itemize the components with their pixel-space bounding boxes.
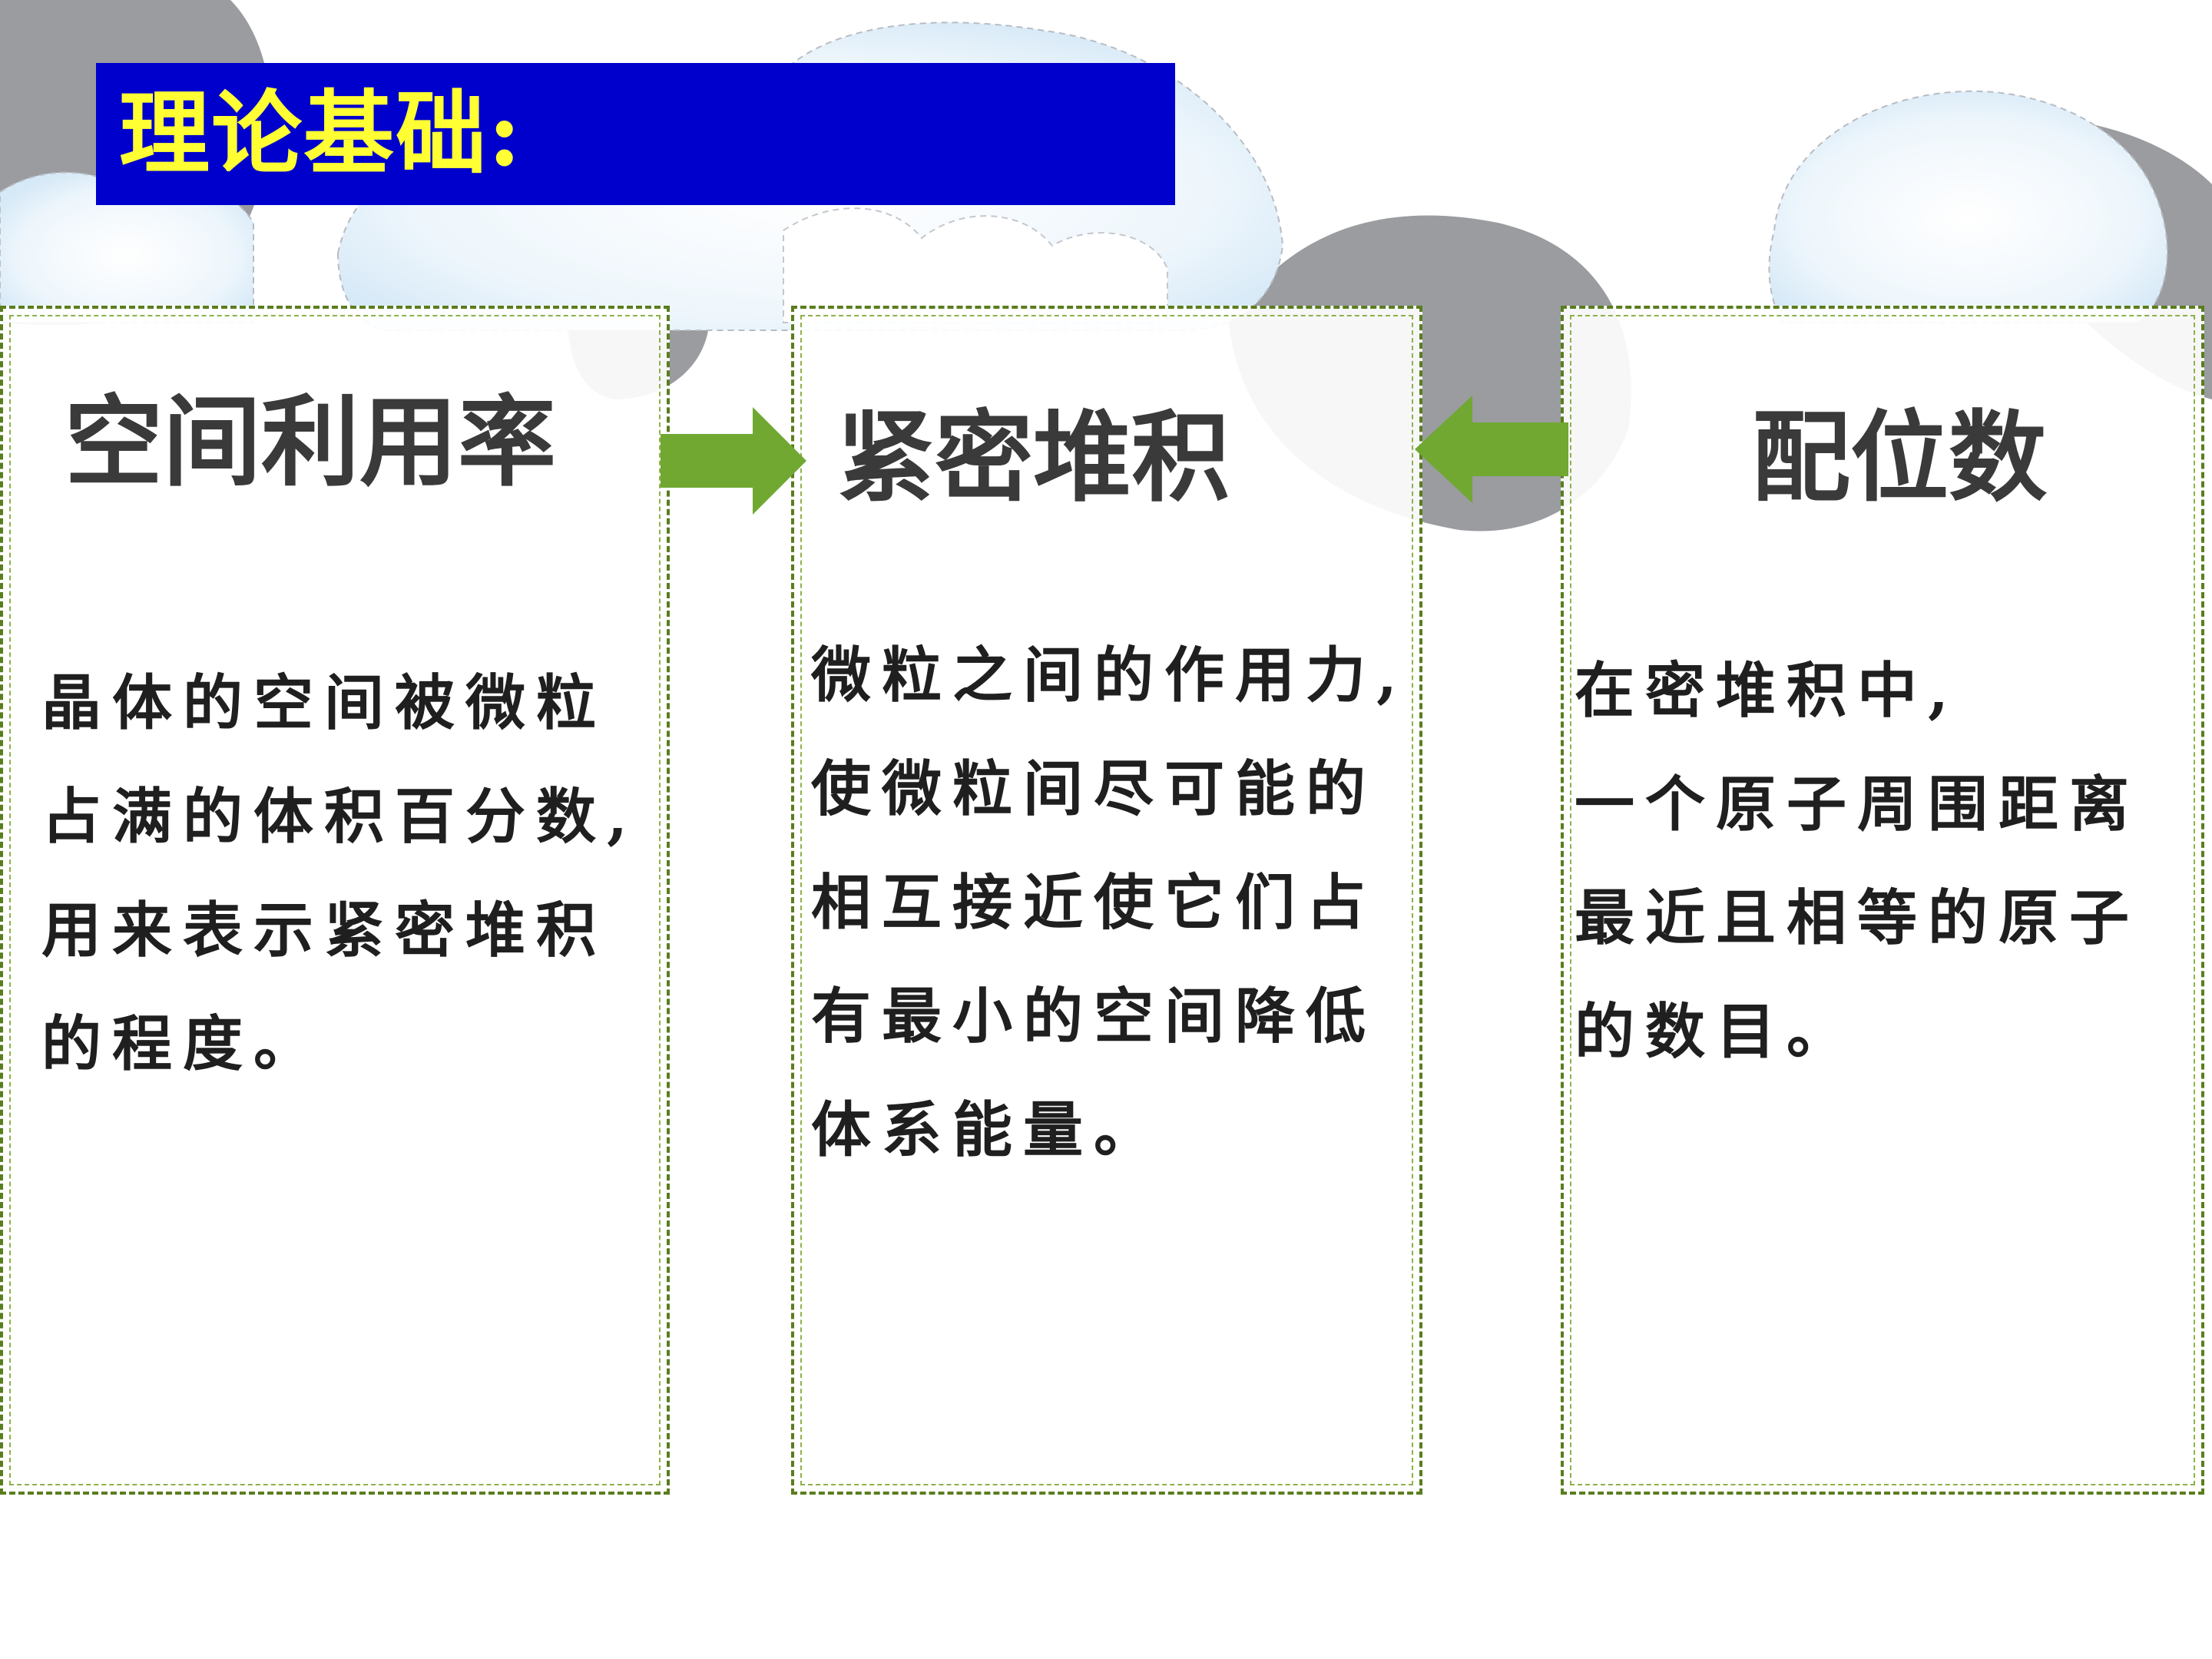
- arrow-right-icon: [661, 407, 806, 515]
- panel-heading: 空间利用率: [65, 386, 557, 500]
- panel-body: 晶体的空间被微粒 占满的体积百分数, 用来表示紧密堆积 的程度。: [41, 668, 639, 1079]
- panel-body: 微粒之间的作用力, 使微粒间尽可能的 相互接近使它们占 有最小的空间降低 体系能…: [811, 641, 1409, 1165]
- panel-coordination-number: 配位数 在密堆积中, 一个原子周围距离 最近且相等的原子 的数目。: [1561, 306, 2204, 1495]
- panel-body: 在密堆积中, 一个原子周围距离 最近且相等的原子 的数目。: [1575, 656, 2141, 1067]
- panel-heading: 紧密堆积: [836, 401, 1230, 515]
- panel-space-utilization: 空间利用率 晶体的空间被微粒 占满的体积百分数, 用来表示紧密堆积 的程度。: [0, 306, 670, 1495]
- arrow-left-icon: [1415, 396, 1568, 503]
- panel-close-packing: 紧密堆积 微粒之间的作用力, 使微粒间尽可能的 相互接近使它们占 有最小的空间降…: [791, 306, 1422, 1495]
- title-bar: 理论基础:: [96, 63, 1175, 205]
- page-title: 理论基础:: [119, 80, 523, 187]
- panel-heading: 配位数: [1752, 401, 2048, 515]
